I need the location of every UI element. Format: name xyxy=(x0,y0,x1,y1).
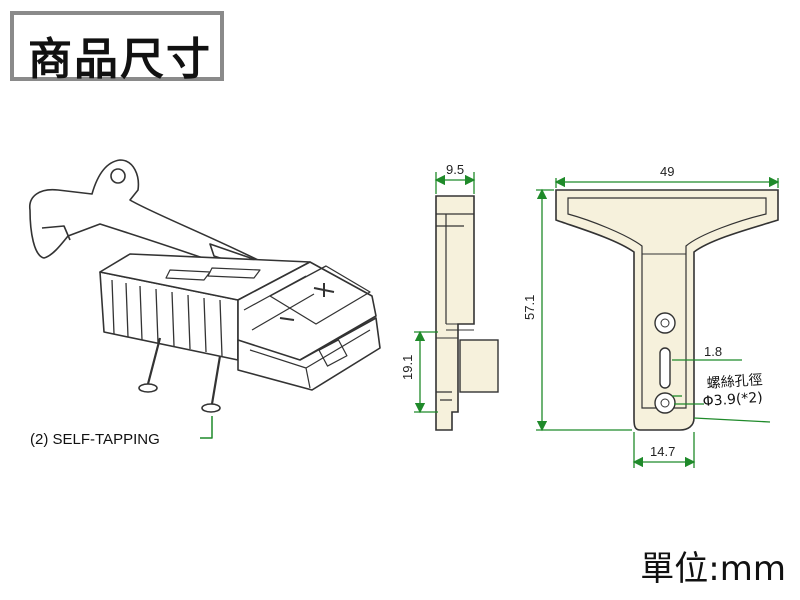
page-title: 商品尺寸 xyxy=(28,34,212,85)
hole-label: 螺絲孔徑 xyxy=(706,372,763,392)
title-box: 商品尺寸 xyxy=(10,11,224,85)
center-slot xyxy=(659,347,671,389)
hole-dim: Φ3.9(*2) xyxy=(702,390,763,410)
units-label: 單位:mm xyxy=(640,549,786,589)
side-profile-view: 9.5 19.1 xyxy=(400,162,499,431)
connector-drawing xyxy=(29,159,381,439)
side-width-dim: 9.5 xyxy=(446,162,464,177)
handle-height-dim: 57.1 xyxy=(522,295,537,320)
side-height-dim: 19.1 xyxy=(400,355,415,380)
handle-arm xyxy=(29,159,263,275)
handle-width-dim: 49 xyxy=(660,164,674,179)
base-width-dim: 14.7 xyxy=(650,444,675,459)
slot-dim: 1.8 xyxy=(704,344,722,359)
side-profile-outline xyxy=(435,195,475,431)
self-tapping-screws xyxy=(138,337,222,413)
lower-hole xyxy=(654,392,676,414)
screw-leader xyxy=(200,416,213,439)
handle-front-outline xyxy=(555,189,779,431)
screw-label: (2) SELF-TAPPING xyxy=(30,431,160,448)
upper-hole xyxy=(654,312,676,334)
handle-front-view: 49 57.1 1.8 螺絲孔徑 Φ3.9(*2) 14.7 xyxy=(522,164,780,468)
handle-hole xyxy=(110,168,126,184)
